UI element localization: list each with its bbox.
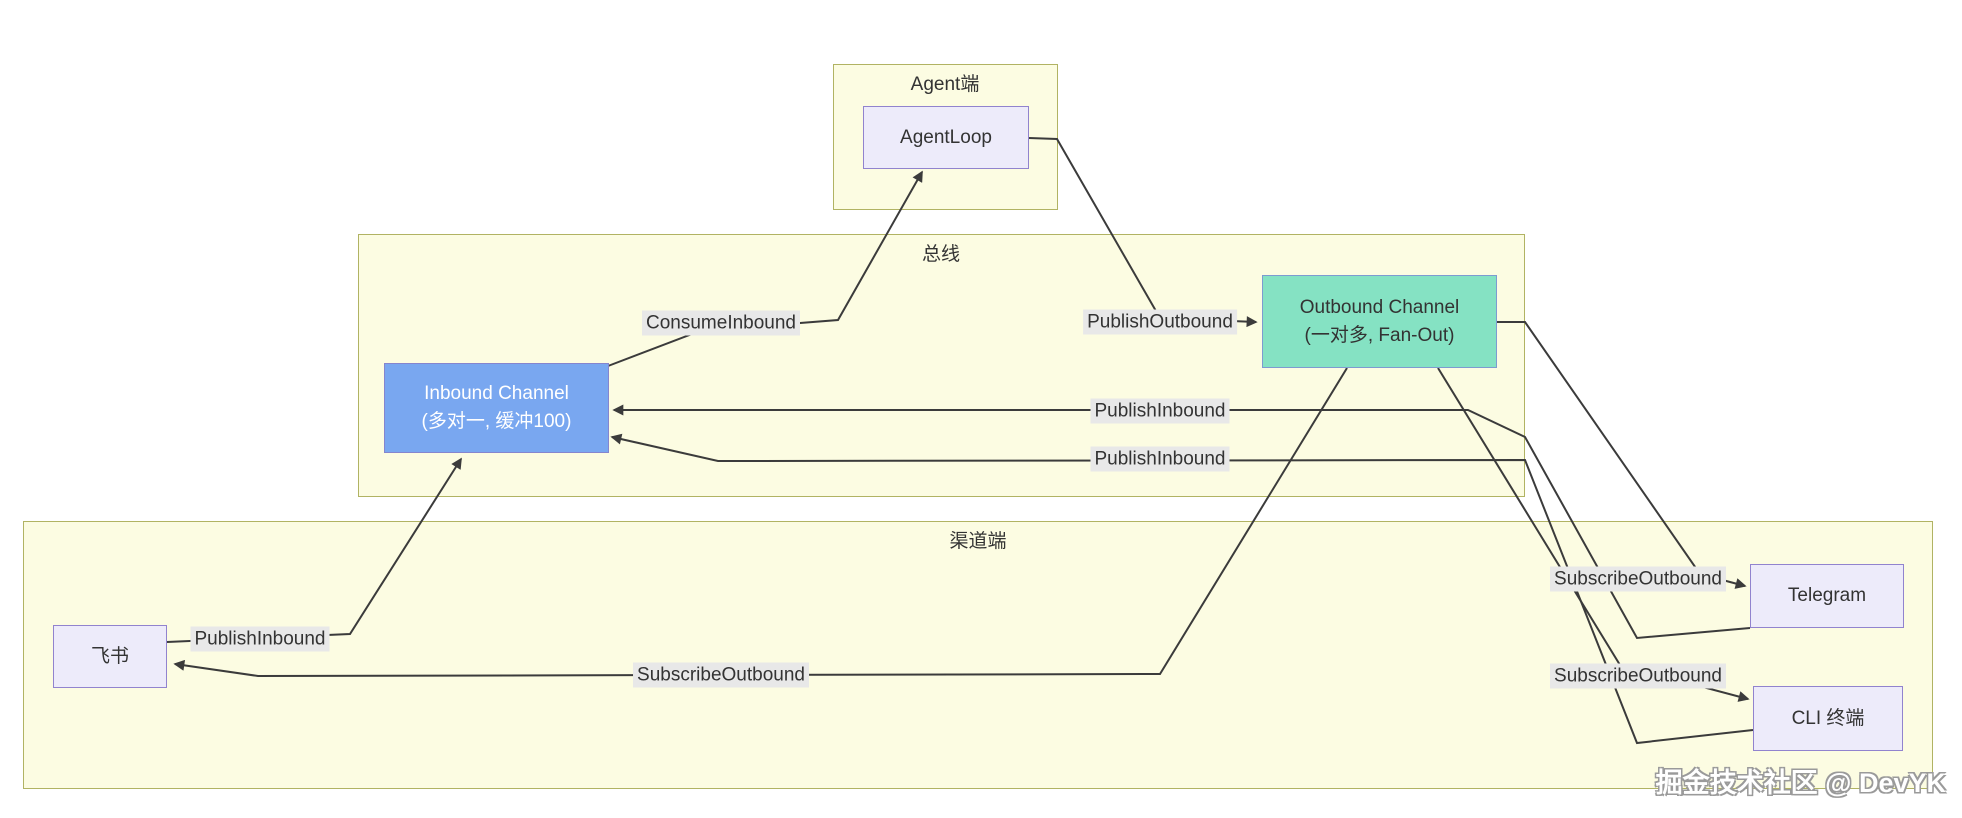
- watermark: 掘金技术社区 @ DevYK: [1655, 768, 1946, 798]
- edge-label-subscribe-outbound-telegram: SubscribeOutbound: [1550, 566, 1726, 592]
- edge-consume-inbound: [607, 170, 923, 367]
- node-inbound-channel: Inbound Channel (多对一, 缓冲100): [384, 363, 609, 453]
- edge-label-publish-inbound-feishu: PublishInbound: [190, 626, 330, 652]
- node-inbound-sublabel: (多对一, 缓冲100): [421, 411, 572, 432]
- container-title-channel: 渠道端: [949, 531, 1007, 552]
- edge-label-subscribe-outbound-cli: SubscribeOutbound: [1550, 663, 1726, 689]
- node-feishu-label: 飞书: [90, 645, 129, 667]
- node-outbound-sublabel: (一对多, Fan-Out): [1304, 324, 1455, 346]
- edge-publish-outbound: [1028, 137, 1258, 328]
- node-telegram: Telegram: [1750, 564, 1904, 628]
- node-outbound-channel: Outbound Channel (一对多, Fan-Out): [1262, 275, 1497, 368]
- node-cli-label: CLI 终端: [1791, 707, 1865, 729]
- node-outbound-label: Outbound Channel: [1299, 296, 1460, 318]
- edge-label-publish-outbound: PublishOutbound: [1083, 309, 1237, 335]
- edge-publish-inbound-feishu: [166, 457, 462, 643]
- node-feishu: 飞书: [53, 625, 167, 688]
- container-title-bus: 总线: [921, 244, 961, 265]
- edge-label-subscribe-outbound-feishu: SubscribeOutbound: [633, 662, 809, 688]
- node-telegram-label: Telegram: [1787, 585, 1867, 606]
- node-inbound-label: Inbound Channel: [424, 383, 569, 404]
- container-title-agent: Agent端: [910, 74, 980, 95]
- edge-label-publish-inbound-telegram: PublishInbound: [1090, 398, 1230, 424]
- node-agentloop: AgentLoop: [863, 106, 1029, 169]
- edge-label-consume-inbound: ConsumeInbound: [642, 310, 800, 336]
- edge-label-publish-inbound-cli: PublishInbound: [1090, 446, 1230, 472]
- edge-publish-inbound-cli: [610, 433, 1754, 745]
- node-agentloop-label: AgentLoop: [900, 126, 992, 148]
- edge-publish-inbound-telegram: [612, 404, 1751, 640]
- node-cli-terminal: CLI 终端: [1753, 686, 1903, 751]
